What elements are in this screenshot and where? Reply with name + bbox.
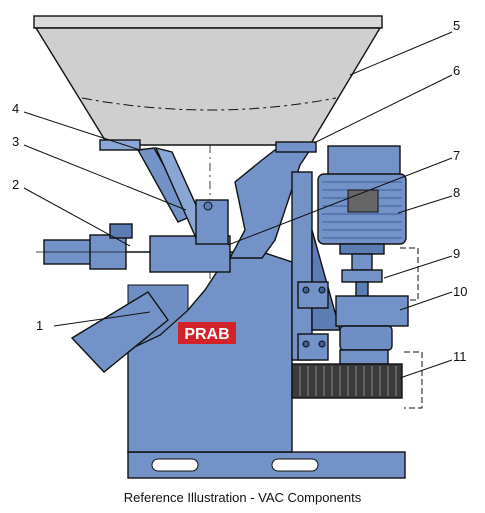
figure-caption: Reference Illustration - VAC Components xyxy=(123,490,362,505)
callout-2: 2 xyxy=(12,177,19,192)
pivot-bolt xyxy=(203,201,213,211)
callout-4: 4 xyxy=(12,101,19,116)
motor-nameplate xyxy=(347,189,379,213)
brush-bracket xyxy=(404,351,423,409)
reducer-body xyxy=(335,295,409,327)
brush-hub xyxy=(339,349,389,365)
valve-block xyxy=(109,223,133,239)
prab-logo: PRAB xyxy=(178,322,236,344)
coupling-bracket xyxy=(400,247,419,301)
callout-labels: 1 2 3 4 5 6 7 8 9 10 11 xyxy=(12,18,467,364)
callout-1: 1 xyxy=(36,318,43,333)
brush-roller xyxy=(291,349,403,399)
base-slot-left xyxy=(151,458,199,472)
side-bearings xyxy=(297,281,329,361)
hopper xyxy=(33,15,383,146)
callout-6: 6 xyxy=(453,63,460,78)
callout-7: 7 xyxy=(453,148,460,163)
hopper-body xyxy=(34,27,382,146)
motor-mount-plate xyxy=(291,171,313,361)
main-housing xyxy=(127,251,293,453)
motor-flange xyxy=(339,243,385,255)
prab-logo-box xyxy=(178,322,236,344)
callout-5: 5 xyxy=(453,18,460,33)
hopper-support-plate xyxy=(275,141,317,153)
callout-3: 3 xyxy=(12,134,19,149)
housing-body xyxy=(127,251,293,453)
coupling-upper xyxy=(351,253,373,271)
base-slot-right xyxy=(271,458,319,472)
linkage-assembly xyxy=(99,139,231,273)
callout-9: 9 xyxy=(453,246,460,261)
callout-8: 8 xyxy=(453,185,460,200)
coupling-disk xyxy=(341,269,383,283)
motor xyxy=(317,145,407,255)
callout-11: 11 xyxy=(453,349,467,364)
prab-logo-text: PRAB xyxy=(184,326,229,343)
callout-10: 10 xyxy=(453,284,467,299)
feed-throat xyxy=(228,149,312,259)
leader-lines xyxy=(23,31,453,379)
gear-reducer xyxy=(335,295,409,351)
coupling xyxy=(341,253,383,297)
base-frame xyxy=(127,451,406,479)
chute-plate xyxy=(70,291,169,373)
reducer-lower xyxy=(339,325,393,351)
motor-terminal-box xyxy=(327,145,401,177)
hopper-dashed-line xyxy=(81,97,337,111)
brush-bristles xyxy=(291,363,403,399)
hopper-rim xyxy=(33,15,383,29)
coupling-shaft xyxy=(355,281,369,297)
pivot-bracket xyxy=(99,139,141,151)
